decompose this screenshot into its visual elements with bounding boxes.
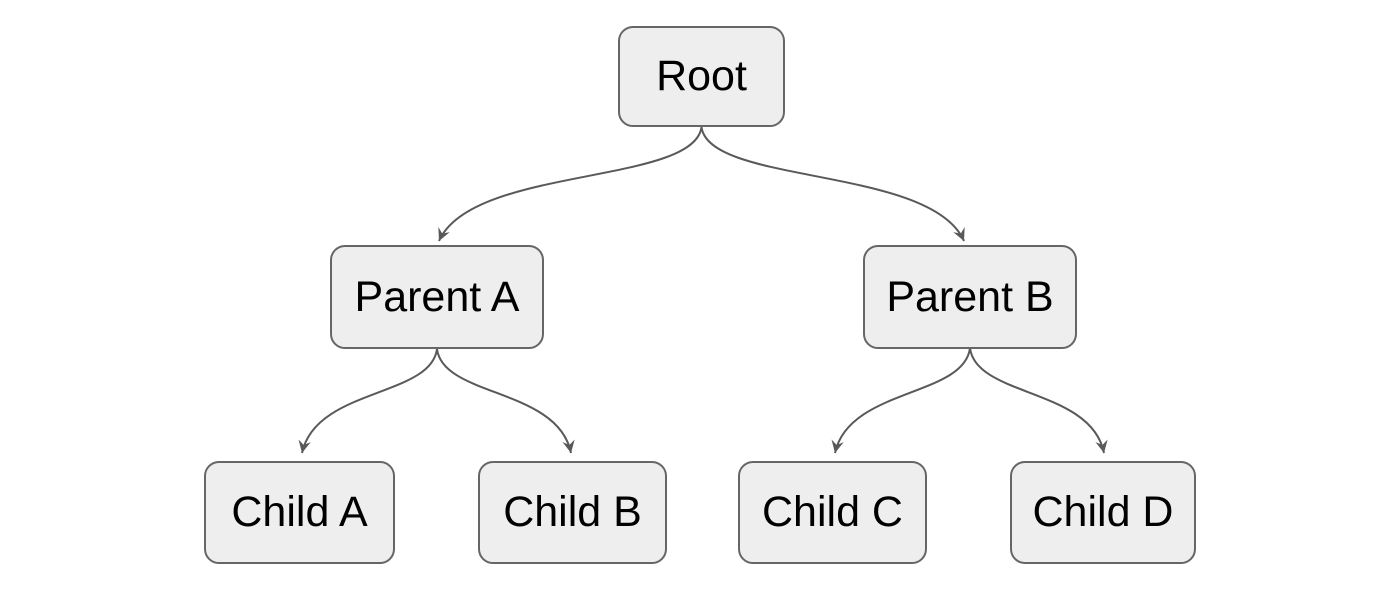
node-parent-a-label: Parent A bbox=[354, 272, 520, 321]
node-parent-b-label: Parent B bbox=[886, 272, 1054, 321]
edge-parent-b-child-c bbox=[831, 347, 971, 454]
node-root-label: Root bbox=[656, 52, 747, 100]
node-child-c-label: Child C bbox=[762, 488, 903, 536]
edge-parent-a-child-b bbox=[436, 348, 575, 454]
node-child-a: Child A bbox=[204, 461, 395, 564]
node-child-b: Child B bbox=[478, 461, 667, 564]
edge-root-parent-a bbox=[438, 126, 703, 242]
node-child-c: Child C bbox=[738, 461, 927, 564]
node-root: Root bbox=[618, 26, 785, 127]
node-child-a-label: Child A bbox=[231, 488, 368, 536]
node-parent-a: Parent A bbox=[330, 245, 544, 349]
edge-parent-a-child-a bbox=[298, 348, 438, 454]
node-child-d-label: Child D bbox=[1032, 488, 1174, 536]
node-child-d: Child D bbox=[1010, 461, 1196, 564]
edge-parent-b-child-d bbox=[969, 347, 1108, 454]
node-parent-b: Parent B bbox=[863, 245, 1077, 349]
node-child-b-label: Child B bbox=[503, 488, 642, 536]
edge-root-parent-b bbox=[700, 126, 965, 242]
